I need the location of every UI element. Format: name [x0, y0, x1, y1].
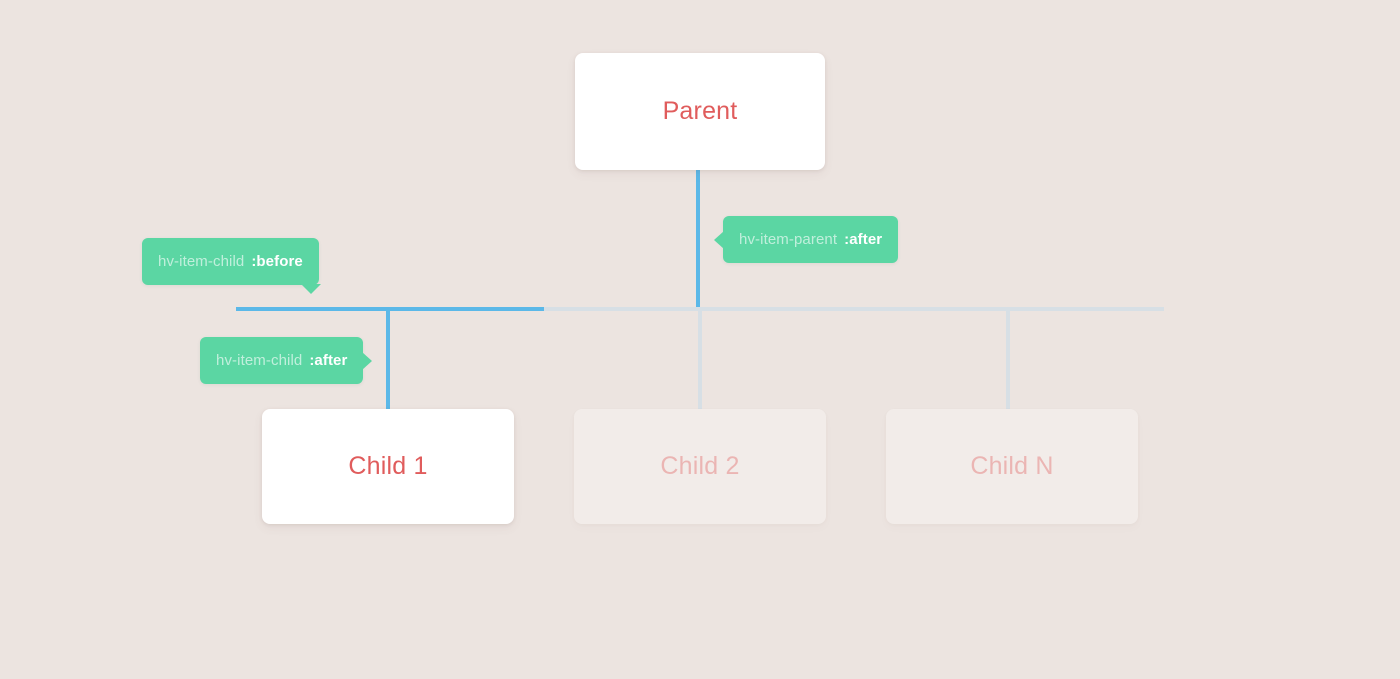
- node-card-child-1[interactable]: Child 1: [262, 409, 514, 524]
- callout-pseudo-text: :after: [844, 231, 883, 248]
- connector-child-n-down: [1006, 308, 1010, 409]
- callout-hv-item-child-after: hv-item-child :after: [200, 337, 373, 384]
- callout-hv-item-parent-after: hv-item-parent :after: [714, 216, 899, 263]
- callout-arrow-right-icon: [362, 351, 373, 370]
- callout-arrow-down-icon: [301, 284, 321, 294]
- callout-selector-text: hv-item-parent: [739, 231, 838, 248]
- node-card-child-1-label: Child 1: [348, 452, 428, 480]
- node-card-child-2-label: Child 2: [660, 452, 740, 480]
- connector-horizontal-rail-active: [236, 307, 544, 311]
- callout-pseudo-text: :before: [251, 253, 303, 270]
- callout-hv-item-child-before: hv-item-child :before: [142, 238, 321, 294]
- node-card-parent[interactable]: Parent: [575, 53, 825, 170]
- connector-child-2-down: [698, 308, 702, 409]
- node-card-parent-label: Parent: [662, 97, 738, 125]
- callout-selector-text: hv-item-child: [216, 352, 303, 369]
- node-card-child-n-label: Child N: [970, 452, 1054, 480]
- node-card-child-n[interactable]: Child N: [886, 409, 1138, 524]
- callout-pseudo-text: :after: [309, 352, 348, 369]
- connector-parent-down: [696, 170, 700, 311]
- callout-selector-text: hv-item-child: [158, 253, 245, 270]
- callout-arrow-left-icon: [714, 230, 724, 249]
- node-card-child-2[interactable]: Child 2: [574, 409, 826, 524]
- connector-child-1-down: [386, 308, 390, 409]
